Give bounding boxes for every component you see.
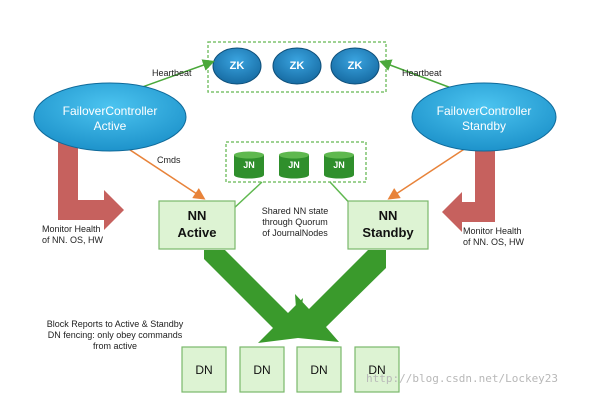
cmds-label: Cmds — [157, 155, 181, 165]
failover-standby-title: FailoverController — [436, 104, 532, 118]
block-report-arrow-right — [295, 250, 386, 342]
jn-label-1: JN — [243, 160, 255, 170]
block-report-arrow-left — [204, 250, 303, 343]
failover-controller-standby — [411, 82, 557, 152]
journal-caption-line-3: of JournalNodes — [262, 228, 328, 238]
dn-box-4 — [354, 346, 400, 393]
block-reports-line-2: DN fencing: only obey commands — [47, 330, 183, 340]
jn-label-3: JN — [333, 160, 345, 170]
nn-active-to-jn-line — [231, 181, 263, 211]
dn-label-4: DN — [368, 363, 386, 377]
failover-standby-subtitle: Standby — [461, 119, 507, 133]
jn-label-2: JN — [288, 160, 300, 170]
dn-box-3 — [296, 346, 342, 393]
cmds-arrow-left — [117, 141, 206, 200]
cmds-arrow-right — [387, 141, 476, 200]
jn-node-3 — [324, 151, 354, 179]
failover-controller-active — [33, 82, 187, 152]
failover-active-subtitle: Active — [93, 119, 127, 133]
failover-active-title: FailoverController — [62, 104, 158, 118]
journal-caption-line-1: Shared NN state — [261, 206, 329, 216]
nn-standby-subtitle: Standby — [362, 225, 414, 240]
zk-node-2 — [272, 47, 322, 85]
nn-active-title: NN — [187, 208, 207, 223]
nn-standby-title: NN — [378, 208, 398, 223]
monitor-left-line-1: Monitor Health — [42, 224, 101, 234]
dn-label-2: DN — [253, 363, 271, 377]
nn-active-subtitle: Active — [177, 225, 217, 240]
dn-box-2 — [239, 346, 285, 393]
zk-label-1: ZK — [229, 60, 245, 72]
heartbeat-label-right: Heartbeat — [402, 68, 442, 78]
jn-node-1 — [234, 151, 264, 179]
monitor-right-line-1: Monitor Health — [463, 226, 522, 236]
zk-node-3 — [330, 47, 380, 85]
monitor-arrow-right — [442, 150, 495, 232]
block-reports-line-1: Block Reports to Active & Standby — [46, 319, 184, 329]
zk-label-3: ZK — [347, 60, 363, 72]
nn-active-box — [158, 200, 236, 250]
jn-node-2 — [279, 151, 309, 179]
monitor-left-line-2: of NN. OS, HW — [42, 235, 104, 245]
zk-label-2: ZK — [289, 60, 305, 72]
watermark: http://blog.csdn.net/Lockey23 — [366, 372, 559, 385]
heartbeat-label-left: Heartbeat — [152, 68, 192, 78]
block-reports-line-3: from active — [92, 341, 137, 351]
dn-box-1 — [181, 346, 227, 393]
nn-standby-box — [347, 200, 429, 250]
journal-caption-line-2: through Quorum — [262, 217, 328, 227]
monitor-arrow-left — [58, 130, 124, 230]
dn-label-3: DN — [310, 363, 328, 377]
journal-group — [225, 141, 367, 183]
dn-label-1: DN — [195, 363, 213, 377]
monitor-right-line-2: of NN. OS, HW — [463, 237, 525, 247]
